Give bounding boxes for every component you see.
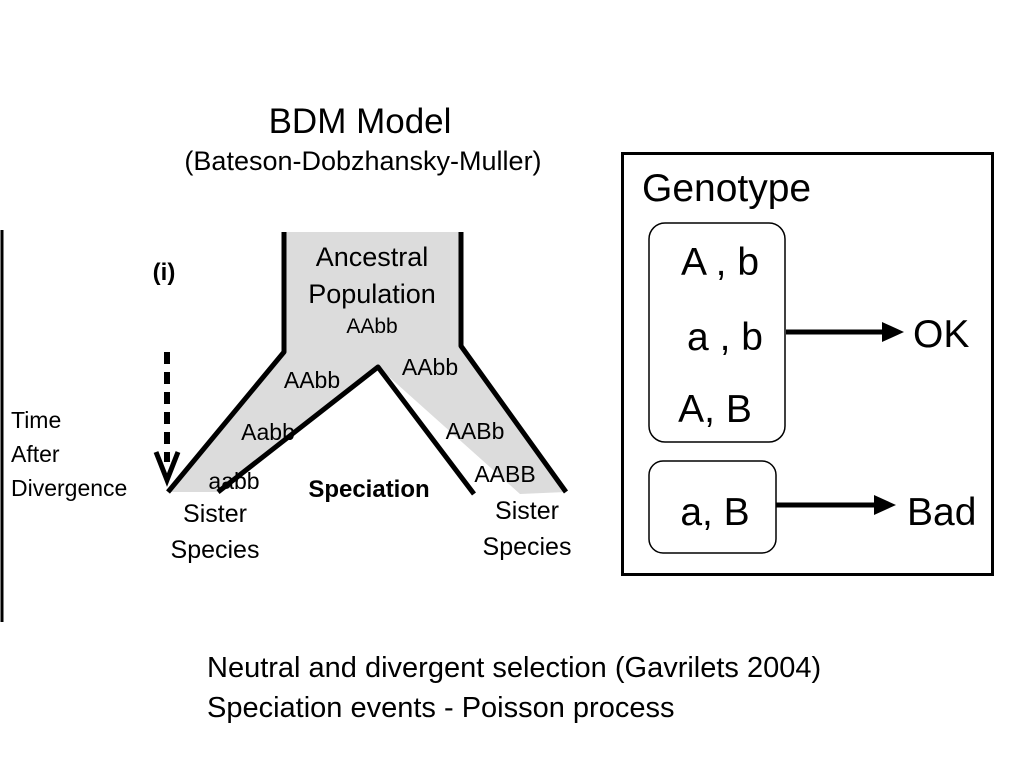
panel-label: (i) [153,259,176,286]
left-species-label-line2: Species [171,536,260,564]
left-branch-genotype: AAbb [284,367,340,393]
branch-shading [168,232,566,494]
time-axis-label-line1: Time [11,407,61,433]
bad-arrow-head [874,495,896,515]
right-species-label-line1: Sister [495,497,559,525]
tree-outer-right [458,232,569,494]
diagram-subtitle: (Bateson-Dobzhansky-Muller) [184,146,542,176]
time-axis-label-line3: Divergence [11,475,127,501]
ok-genotype-box [648,222,786,443]
tree-inner-fork [216,364,476,496]
right-branch-genotype: AAbb [402,354,458,380]
genotype-panel [621,152,994,576]
right-branch-genotype: AABb [446,418,505,444]
bad-genotype: a, B [680,491,749,534]
ancestral-label-line2: Population [308,279,436,309]
ok-genotype: a , b [687,316,763,359]
ok-genotype: A, B [678,388,752,431]
left-branch-genotype: Aabb [241,419,295,445]
time-arrow-head [153,451,181,487]
left-branch-genotype: aabb [208,468,259,494]
genotype-heading: Genotype [642,167,811,210]
ok-label: OK [913,313,969,356]
speciation-label: Speciation [308,476,429,503]
diagram-title: BDM Model [268,102,452,141]
footer-notes: Neutral and divergent selection (Gavrile… [207,648,821,728]
ancestral-genotype: AAbb [346,315,397,338]
ancestral-label-line1: Ancestral [316,242,429,272]
ok-arrow-head [882,322,904,342]
ok-genotype: A , b [681,241,759,284]
right-species-label-line2: Species [483,533,572,561]
left-species-label-line1: Sister [183,500,247,528]
tree-outer-left [166,232,287,494]
right-branch-genotype: AABB [474,461,535,487]
footer-line-2: Speciation events - Poisson process [207,692,675,724]
bad-label: Bad [907,491,976,534]
footer-line-1: Neutral and divergent selection (Gavrile… [207,652,822,684]
time-axis-label-line2: After [11,441,60,467]
